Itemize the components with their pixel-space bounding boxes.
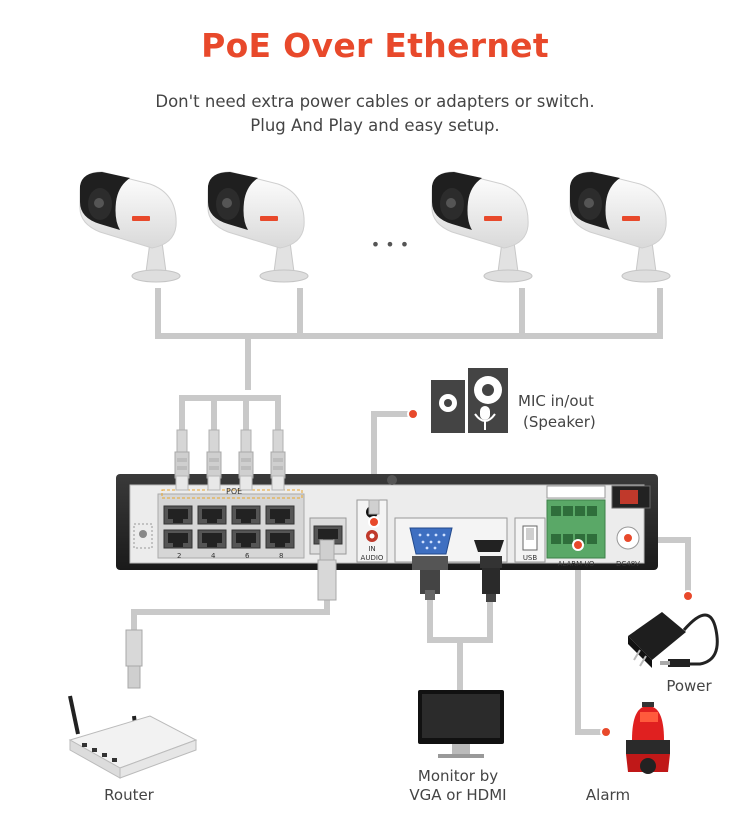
- power-adapter-icon: [628, 612, 719, 668]
- poe-label: POE: [226, 487, 242, 496]
- vga-plug: [412, 556, 448, 600]
- router-cable-plug-top: [317, 539, 337, 601]
- speaker-label: (Speaker): [523, 413, 596, 431]
- usb-label: USB: [523, 554, 538, 562]
- camera-2: [207, 171, 309, 283]
- cables: [131, 288, 691, 735]
- mic-label: MIC in/out: [518, 392, 594, 410]
- camera-ellipsis: • • •: [371, 235, 409, 254]
- mic-connection-dot: [407, 408, 419, 420]
- power-adapter-dot: [682, 590, 694, 602]
- subtitle-line-2: Plug And Play and easy setup.: [250, 116, 500, 135]
- camera-3: [431, 171, 533, 283]
- audio-plug: [368, 499, 380, 515]
- page-title: PoE Over Ethernet: [201, 26, 549, 65]
- dc-label: DC48V: [616, 560, 640, 568]
- alarm-label: Alarm: [586, 786, 630, 804]
- camera-1: [79, 171, 181, 283]
- nvr-recorder: POE 2 4 6 8 IN AUDIO USB: [116, 474, 658, 570]
- port-number-2: 2: [177, 552, 181, 560]
- router-label: Router: [104, 786, 155, 804]
- camera-4: [569, 171, 671, 283]
- alarm-connection-dot: [572, 539, 584, 551]
- monitor-label-line-2: VGA or HDMI: [409, 786, 506, 804]
- speaker-icon: [431, 368, 508, 433]
- subtitle-line-1: Don't need extra power cables or adapter…: [155, 92, 595, 111]
- monitor-label-line-1: Monitor by: [418, 767, 498, 785]
- alarm-io-label: ALARM I/O: [558, 560, 595, 568]
- port-number-8: 8: [279, 552, 283, 560]
- audio-label: AUDIO: [361, 554, 384, 562]
- power-connection-dot: [622, 532, 634, 544]
- hdmi-plug: [480, 556, 502, 602]
- port-number-4: 4: [211, 552, 216, 560]
- port-number-6: 6: [245, 552, 250, 560]
- audio-connection-dot: [368, 516, 380, 528]
- alarm-device-dot: [600, 726, 612, 738]
- router-icon: [68, 695, 198, 779]
- audio-in-label: IN: [368, 545, 375, 553]
- monitor-icon: [418, 690, 504, 758]
- router-cable-plug-bottom: [125, 629, 143, 689]
- power-label: Power: [666, 677, 712, 695]
- alarm-siren-icon: [626, 702, 670, 774]
